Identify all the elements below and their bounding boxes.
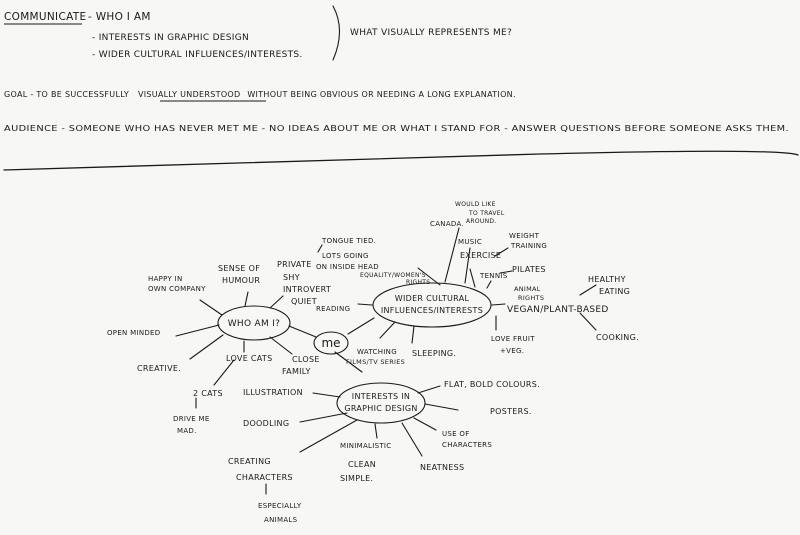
- node-healthy-1: healthy: [588, 275, 626, 284]
- communicate-label: Communicate: [4, 11, 86, 23]
- node-weight-2: training: [510, 242, 547, 250]
- center-node-label: me: [321, 336, 340, 350]
- node-quiet: quiet: [291, 297, 317, 306]
- hub-who-am-i-label: Who am I?: [228, 319, 281, 329]
- node-animals-2: animals: [264, 516, 298, 524]
- node-minimal-3: simple.: [340, 474, 373, 483]
- node-humour-1: Sense of: [218, 264, 260, 273]
- hub-graphic-design-line-1: Interests in: [352, 392, 410, 401]
- node-tongue-tied: Tongue tied.: [321, 237, 376, 245]
- who-am-i-branches: Happy in own company Sense of humour Pri…: [107, 237, 379, 435]
- node-creating-2: characters: [236, 473, 293, 482]
- goal-suffix: without being obvious or needing a long …: [247, 90, 515, 99]
- grouping-bracket: [332, 5, 341, 61]
- node-pilates: pilates: [512, 265, 546, 274]
- node-inside-1: Lots going: [322, 252, 369, 260]
- node-travel-1: would like: [455, 201, 496, 208]
- node-animal-2: rights: [518, 294, 544, 302]
- hub-graphic-design-line-2: Graphic Design: [344, 404, 417, 413]
- node-canada: Canada.: [430, 220, 464, 228]
- hub-graphic-design-outline: [336, 382, 426, 424]
- node-minimal-1: Minimalistic: [340, 442, 391, 450]
- hub-cultural-line-2: influences/interests: [381, 306, 483, 315]
- node-cooking: Cooking.: [596, 333, 639, 342]
- divider-line: [3, 150, 799, 171]
- node-creative: Creative.: [137, 364, 181, 373]
- node-humour-2: humour: [222, 276, 260, 285]
- goal-prefix: Goal - to be successfully: [4, 90, 129, 99]
- goal-line: Goal - to be successfully visually under…: [4, 90, 516, 99]
- cultural-branches: Canada. would like to travel around. mus…: [316, 201, 639, 366]
- node-travel-3: around.: [466, 218, 497, 225]
- node-neatness: Neatness: [420, 463, 464, 472]
- node-exercise: exercise: [460, 251, 501, 260]
- question-what-visually-represents-me: What visually represents me?: [350, 28, 512, 38]
- node-introvert: introvert: [283, 285, 331, 294]
- goal-underlined: visually understood: [138, 90, 241, 99]
- node-drive-2: mad.: [177, 427, 197, 435]
- communicate-who-i-am: - Who I am: [88, 11, 151, 23]
- node-two-cats: 2 cats: [193, 389, 223, 398]
- node-drive-1: drive me: [173, 415, 210, 423]
- node-creating-1: Creating: [228, 457, 271, 466]
- node-sleeping: Sleeping.: [412, 349, 456, 358]
- node-open-minded: Open minded: [107, 329, 160, 337]
- node-flat-colours: Flat, bold colours.: [444, 380, 540, 389]
- node-fruit-1: Love fruit: [491, 335, 535, 343]
- hub-cultural-outline: [372, 282, 492, 328]
- node-animals-1: especially: [258, 502, 302, 510]
- node-shy: shy: [283, 273, 300, 282]
- node-music: music: [458, 238, 482, 246]
- node-characters-use-2: characters: [442, 441, 492, 449]
- hub-cultural-line-1: Wider cultural: [395, 294, 470, 303]
- communicate-item-graphic-design: - Interests in graphic design: [92, 33, 249, 43]
- node-equality-2: rights: [406, 279, 430, 286]
- node-happy-1: Happy in: [148, 275, 183, 283]
- graphic-design-branches: Illustration Flat, bold colours. Posters…: [228, 380, 540, 524]
- node-inside-2: on inside head: [316, 263, 379, 271]
- node-films-1: watching: [357, 348, 397, 356]
- node-reading: Reading: [316, 305, 350, 313]
- hub-who-am-i-outline: [217, 305, 291, 341]
- node-private: Private: [277, 260, 312, 269]
- header-notes: Communicate - Who I am - Interests in gr…: [3, 5, 799, 171]
- connectors: [175, 227, 597, 495]
- node-posters: Posters.: [490, 407, 532, 416]
- node-healthy-2: eating: [599, 287, 630, 296]
- node-tennis: Tennis: [479, 272, 508, 280]
- node-happy-2: own company: [148, 285, 206, 293]
- node-travel-2: to travel: [468, 210, 505, 217]
- node-films-2: films/TV series: [346, 358, 405, 366]
- node-weight-1: weight: [509, 232, 540, 240]
- node-animal-1: animal: [514, 285, 541, 293]
- node-doodling: Doodling: [243, 419, 289, 428]
- node-family-2: family: [282, 367, 311, 376]
- communicate-item-cultural: - Wider cultural influences/interests.: [92, 50, 303, 60]
- node-characters-use-1: Use of: [442, 430, 470, 438]
- audience-line: Audience - someone who has never met me …: [4, 124, 789, 133]
- center-node-outline: [313, 331, 349, 355]
- node-family-1: Close: [292, 355, 320, 364]
- node-fruit-2: +veg.: [500, 347, 524, 355]
- node-illustration: Illustration: [243, 388, 303, 397]
- node-minimal-2: clean: [348, 460, 376, 469]
- node-equality-1: equality/women's: [360, 272, 426, 279]
- node-love-cats: Love cats: [226, 354, 273, 363]
- node-vegan: Vegan/plant-based: [507, 305, 609, 315]
